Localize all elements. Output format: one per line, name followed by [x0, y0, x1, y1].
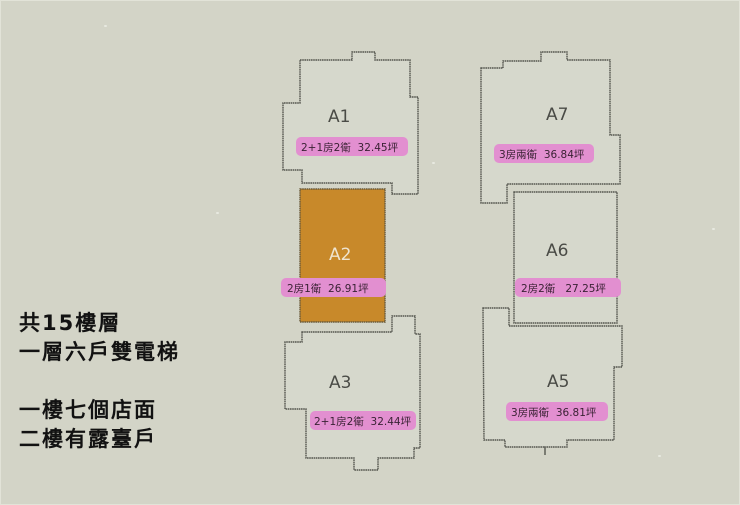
notes-spacer — [19, 367, 180, 396]
unit-a2-label: A2 — [329, 245, 351, 265]
unit-a1-tag-text: 2+1房2衛 32.45坪 — [301, 141, 399, 154]
unit-a1-tag — [296, 137, 408, 156]
note-floors: 共15樓層 — [19, 311, 122, 335]
paper-speck — [432, 162, 435, 164]
paper-speck — [712, 228, 715, 230]
unit-a7-outline — [480, 51, 621, 204]
unit-a2-tag-text: 2房1衛 26.91坪 — [287, 282, 369, 295]
unit-a2-outline — [299, 188, 386, 323]
unit-a5-tag-text: 3房兩衛 36.81坪 — [511, 406, 597, 419]
unit-a6-tag — [515, 278, 621, 297]
unit-a7[interactable]: A7 3房兩衛 36.84坪 — [480, 51, 621, 204]
note-terrace: 二樓有露臺戶 — [19, 427, 157, 451]
note-units-elevators: 一層六戶雙電梯 — [19, 340, 180, 364]
unit-a1[interactable]: A1 2+1房2衛 32.45坪 — [282, 51, 419, 195]
unit-a3-tag — [310, 411, 416, 430]
unit-a5-label: A5 — [547, 372, 569, 392]
unit-a7-tag-text: 3房兩衛 36.84坪 — [499, 148, 585, 161]
building-notes: 共15樓層 一層六戶雙電梯 一樓七個店面 二樓有露臺戶 — [19, 309, 180, 454]
unit-a2-tag — [281, 278, 386, 297]
unit-a6-outline — [513, 191, 618, 324]
unit-a3-label: A3 — [329, 373, 351, 393]
paper-speck — [104, 25, 107, 27]
unit-a1-outline — [282, 51, 419, 195]
unit-a7-tag — [494, 144, 594, 163]
unit-a3[interactable]: A3 2+1房2衛 32.44坪 — [284, 315, 421, 471]
unit-a1-label: A1 — [328, 107, 350, 127]
unit-a7-label: A7 — [546, 105, 568, 125]
unit-a6-label: A6 — [546, 241, 568, 261]
unit-a6[interactable]: A6 2房2衛 27.25坪 — [513, 191, 621, 324]
unit-a5[interactable]: A5 3房兩衛 36.81坪 — [482, 307, 623, 455]
paper-speck — [658, 455, 661, 457]
unit-a3-outline — [284, 315, 421, 471]
unit-a3-tag-text: 2+1房2衛 32.44坪 — [314, 415, 412, 428]
unit-a2[interactable]: A2 2房1衛 26.91坪 — [281, 188, 386, 323]
unit-a5-tag — [506, 402, 608, 421]
note-shops: 一樓七個店面 — [19, 398, 157, 422]
unit-a6-tag-text: 2房2衛 27.25坪 — [521, 282, 606, 295]
paper-speck — [216, 212, 219, 214]
